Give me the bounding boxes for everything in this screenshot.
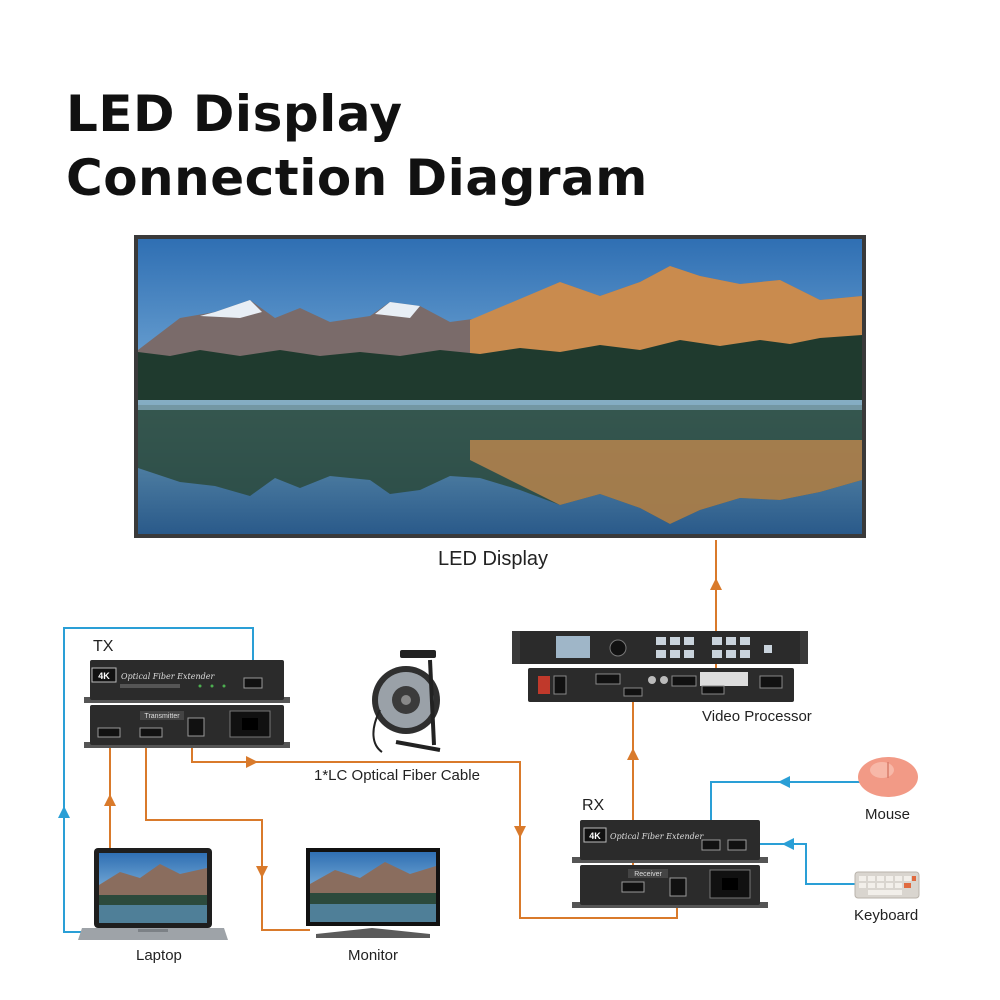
title-line-2: Connection Diagram: [66, 149, 648, 207]
cable-tx-to-monitor: [145, 740, 310, 931]
laptop-icon: [78, 848, 228, 940]
cable-keyboard-to-rx: [740, 843, 856, 885]
tx-badge: 4K: [98, 671, 110, 681]
fiber-spool-icon: [372, 650, 441, 753]
tx-device: 4K Optical Fiber Extender Transmitter: [84, 660, 290, 748]
laptop-label: Laptop: [136, 947, 182, 964]
title-line-1: LED Display: [66, 85, 403, 143]
video-processor-label: Video Processor: [702, 708, 812, 725]
page-title: LED Display Connection Diagram: [66, 82, 648, 210]
led-display-label: LED Display: [438, 548, 549, 570]
monitor-label: Monitor: [348, 947, 399, 964]
tx-panel-label: Transmitter: [144, 713, 180, 720]
mouse-label: Mouse: [865, 806, 911, 823]
rx-device: 4K Optical Fiber Extender Receiver: [572, 820, 768, 908]
tx-usb-port: [243, 677, 263, 689]
cable-usb-laptop-to-tx: [63, 627, 254, 933]
led-display: [134, 235, 866, 538]
rx-panel-label: Receiver: [634, 871, 662, 878]
video-processor: [512, 631, 808, 702]
tx-product-name: Optical Fiber Extender: [121, 672, 215, 681]
fiber-cable-label: 1*LC Optical Fiber Cable: [314, 767, 480, 784]
monitor-icon: [306, 848, 440, 938]
keyboard-icon: [854, 871, 920, 899]
cable-fiber: [191, 735, 678, 919]
tx-label: TX: [93, 638, 114, 655]
mouse-icon: [858, 757, 918, 797]
rx-product-name: Optical Fiber Extender: [610, 832, 704, 841]
keyboard-label: Keyboard: [854, 907, 919, 924]
rx-label: RX: [582, 797, 605, 814]
rx-badge: 4K: [589, 831, 601, 841]
